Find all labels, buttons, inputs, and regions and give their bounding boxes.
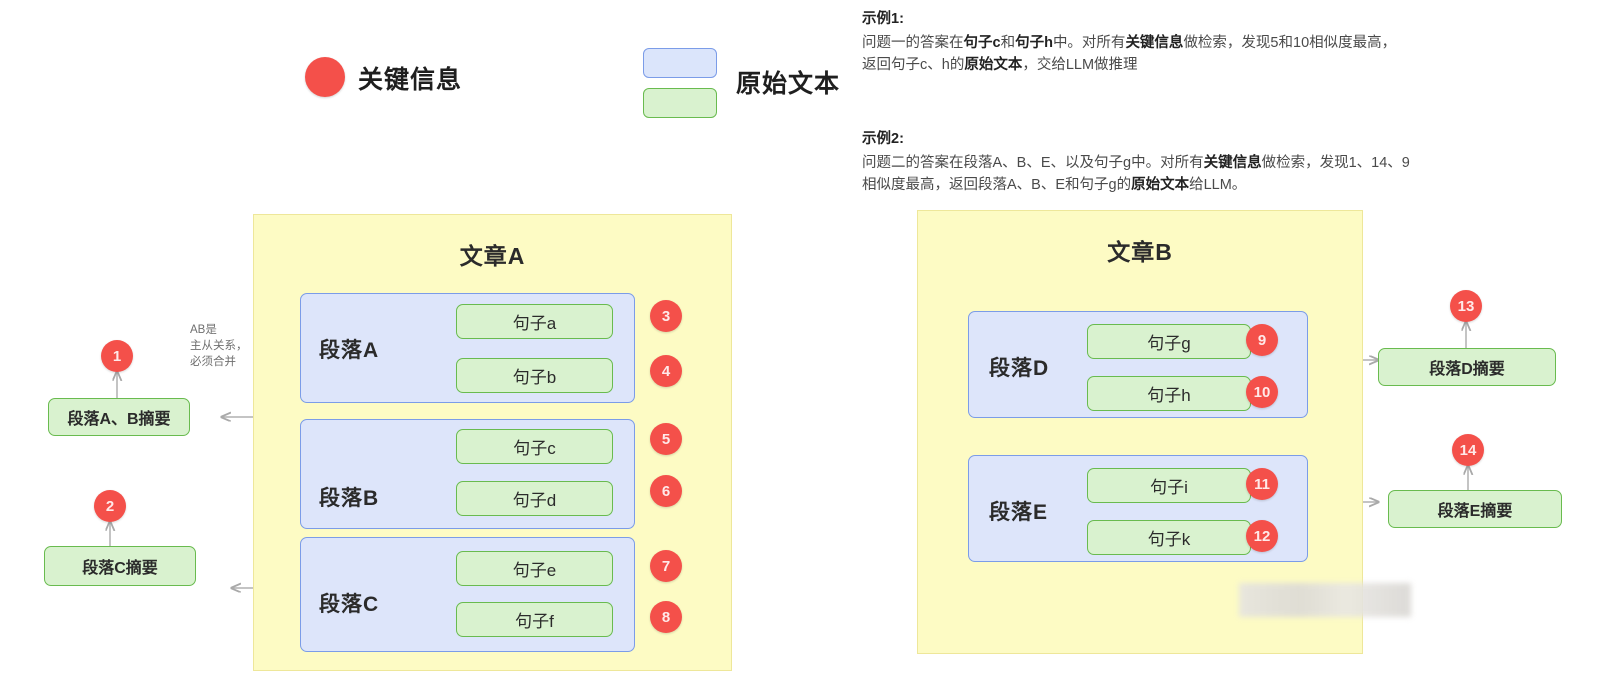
badge-14[interactable]: 14 bbox=[1452, 434, 1484, 466]
ex2-l1-a: 问题二的答案在段落A、B、E、以及句子g中。对所有 bbox=[862, 155, 1204, 171]
ex2-l2-a: 相似度最高，返回段落A、B、E和句子g的 bbox=[862, 177, 1132, 193]
sentence-k-box[interactable]: 句子k bbox=[1087, 520, 1251, 555]
sentence-e-label: 句子e bbox=[512, 561, 557, 580]
paragraph-d-label: 段落D bbox=[989, 357, 1050, 380]
ex1-l1-c: 和 bbox=[1000, 35, 1016, 51]
paragraph-c-label: 段落C bbox=[319, 593, 380, 616]
sentence-g-box[interactable]: 句子g bbox=[1087, 324, 1251, 359]
legend-swatch-paragraph bbox=[643, 48, 717, 78]
badge-12-label: 12 bbox=[1253, 527, 1271, 545]
badge-7-label: 7 bbox=[661, 557, 671, 575]
badge-5-label: 5 bbox=[661, 430, 671, 448]
sentence-f-box[interactable]: 句子f bbox=[456, 602, 613, 637]
badge-9-label: 9 bbox=[1257, 331, 1267, 349]
badge-3-label: 3 bbox=[661, 307, 671, 325]
summary-c-box[interactable]: 段落C摘要 bbox=[44, 546, 196, 586]
sentence-i-label: 句子i bbox=[1150, 478, 1188, 497]
badge-2[interactable]: 2 bbox=[94, 490, 126, 522]
summary-d-box[interactable]: 段落D摘要 bbox=[1378, 348, 1556, 386]
ex1-l1-b1: 句子c bbox=[963, 35, 1001, 51]
badge-13[interactable]: 13 bbox=[1450, 290, 1482, 322]
summary-d-label: 段落D摘要 bbox=[1429, 361, 1505, 378]
sentence-d-box[interactable]: 句子d bbox=[456, 481, 613, 516]
key-info-dot-icon bbox=[305, 57, 345, 97]
merge-note-line-3: 必须合并 bbox=[190, 356, 236, 368]
paragraph-e-label: 段落E bbox=[989, 501, 1049, 524]
sentence-e-box[interactable]: 句子e bbox=[456, 551, 613, 586]
redacted-watermark bbox=[1239, 583, 1411, 617]
paragraph-b-label: 段落B bbox=[319, 487, 380, 510]
merge-note-line-2: 主从关系， bbox=[190, 340, 248, 352]
ex1-l1-b2: 句子h bbox=[1015, 35, 1053, 51]
paragraph-a-box[interactable]: 段落A 句子a 句子b bbox=[300, 293, 635, 403]
article-b-panel: 文章B 段落D 句子g 句子h 段落E 句子i 句子k bbox=[917, 210, 1411, 654]
ex2-l1-c: 做检索，发现1、14、9 bbox=[1261, 155, 1410, 171]
badge-14-label: 14 bbox=[1459, 441, 1477, 459]
sentence-a-box[interactable]: 句子a bbox=[456, 304, 613, 339]
summary-c-label: 段落C摘要 bbox=[82, 560, 158, 577]
badge-11[interactable]: 11 bbox=[1246, 468, 1278, 500]
badge-1-label: 1 bbox=[112, 347, 122, 365]
badge-9[interactable]: 9 bbox=[1246, 324, 1278, 356]
ex1-l1-b3: 关键信息 bbox=[1125, 35, 1184, 51]
example-1-title: 示例1: bbox=[862, 11, 904, 27]
ex1-l1-d: 中。对所有 bbox=[1052, 35, 1126, 51]
ex1-l1-a: 问题一的答案在 bbox=[862, 35, 964, 51]
ex1-l2-a: 返回句子c、h的 bbox=[862, 57, 965, 73]
badge-10-label: 10 bbox=[1253, 383, 1271, 401]
summary-e-label: 段落E摘要 bbox=[1437, 503, 1513, 520]
ex2-l2-c: 给LLM。 bbox=[1189, 177, 1247, 193]
ex2-l1-b: 关键信息 bbox=[1203, 155, 1262, 171]
badge-2-label: 2 bbox=[105, 497, 115, 515]
summary-ab-box[interactable]: 段落A、B摘要 bbox=[48, 398, 190, 436]
sentence-d-label: 句子d bbox=[512, 491, 557, 510]
example-2-block: 示例2: 问题二的答案在段落A、B、E、以及句子g中。对所有关键信息做检索，发现… bbox=[862, 128, 1602, 196]
sentence-g-label: 句子g bbox=[1147, 334, 1191, 353]
merge-note-line-1: AB是 bbox=[190, 324, 217, 336]
sentence-b-box[interactable]: 句子b bbox=[456, 358, 613, 393]
badge-4-label: 4 bbox=[661, 362, 671, 380]
ex2-l2-b: 原始文本 bbox=[1131, 177, 1190, 193]
badge-13-label: 13 bbox=[1457, 297, 1475, 315]
sentence-k-label: 句子k bbox=[1147, 530, 1191, 549]
sentence-b-label: 句子b bbox=[512, 368, 557, 387]
example-2-body: 问题二的答案在段落A、B、E、以及句子g中。对所有关键信息做检索，发现1、14、… bbox=[862, 152, 1602, 196]
badge-3[interactable]: 3 bbox=[650, 300, 682, 332]
badge-11-label: 11 bbox=[1254, 475, 1270, 493]
sentence-c-box[interactable]: 句子c bbox=[456, 429, 613, 464]
sentence-a-label: 句子a bbox=[512, 314, 557, 333]
legend-key-info-label: 关键信息 bbox=[358, 66, 463, 94]
badge-12[interactable]: 12 bbox=[1246, 520, 1278, 552]
legend-raw-text-label: 原始文本 bbox=[736, 70, 841, 98]
badge-10[interactable]: 10 bbox=[1246, 376, 1278, 408]
summary-e-box[interactable]: 段落E摘要 bbox=[1388, 490, 1562, 528]
ex1-l1-e: 做检索，发现5和10相似度最高， bbox=[1183, 35, 1397, 51]
sentence-f-label: 句子f bbox=[515, 612, 554, 631]
legend-swatch-sentence bbox=[643, 88, 717, 118]
badge-8[interactable]: 8 bbox=[650, 601, 682, 633]
example-2-title: 示例2: bbox=[862, 131, 904, 147]
article-b-title: 文章B bbox=[1107, 239, 1173, 265]
paragraph-c-box[interactable]: 段落C 句子e 句子f bbox=[300, 537, 635, 652]
sentence-h-box[interactable]: 句子h bbox=[1087, 376, 1251, 411]
article-a-title: 文章A bbox=[459, 243, 526, 269]
sentence-c-label: 句子c bbox=[513, 439, 556, 458]
example-1-body: 问题一的答案在句子c和句子h中。对所有关键信息做检索，发现5和10相似度最高， … bbox=[862, 32, 1602, 76]
badge-7[interactable]: 7 bbox=[650, 550, 682, 582]
badge-6-label: 6 bbox=[661, 482, 671, 500]
summary-ab-label: 段落A、B摘要 bbox=[67, 411, 171, 428]
paragraph-a-label: 段落A bbox=[319, 339, 380, 362]
sentence-h-label: 句子h bbox=[1147, 386, 1191, 405]
ex1-l2-c: ，交给LLM做推理 bbox=[1022, 57, 1138, 73]
badge-1[interactable]: 1 bbox=[101, 340, 133, 372]
badge-4[interactable]: 4 bbox=[650, 355, 682, 387]
badge-5[interactable]: 5 bbox=[650, 423, 682, 455]
merge-relation-note: AB是 主从关系， 必须合并 bbox=[190, 322, 252, 370]
badge-6[interactable]: 6 bbox=[650, 475, 682, 507]
paragraph-b-box[interactable]: 段落B 句子c 句子d bbox=[300, 419, 635, 529]
ex1-l2-b: 原始文本 bbox=[964, 57, 1023, 73]
example-1-block: 示例1: 问题一的答案在句子c和句子h中。对所有关键信息做检索，发现5和10相似… bbox=[862, 8, 1602, 76]
sentence-i-box[interactable]: 句子i bbox=[1087, 468, 1251, 503]
badge-8-label: 8 bbox=[661, 608, 671, 626]
